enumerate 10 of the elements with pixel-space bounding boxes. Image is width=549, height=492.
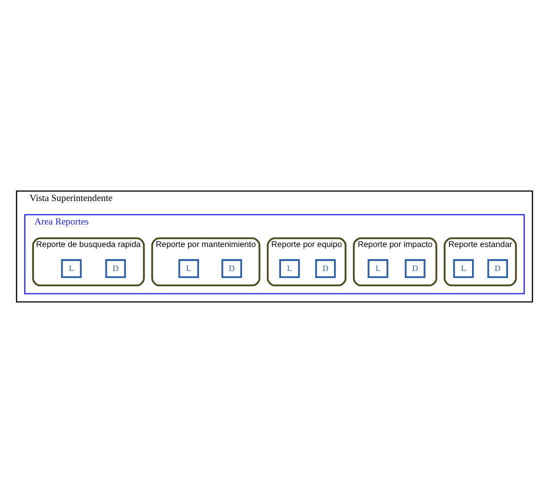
node-box: D bbox=[404, 258, 426, 278]
node-box: L bbox=[368, 258, 388, 278]
node-box: D bbox=[487, 258, 508, 278]
node-box: L bbox=[61, 258, 82, 278]
node-box: L bbox=[453, 258, 474, 278]
node-box: D bbox=[315, 258, 336, 278]
node-box: D bbox=[221, 258, 242, 278]
node-box: L bbox=[178, 258, 200, 278]
node-box: D bbox=[105, 258, 126, 278]
node-box: L bbox=[279, 258, 300, 278]
